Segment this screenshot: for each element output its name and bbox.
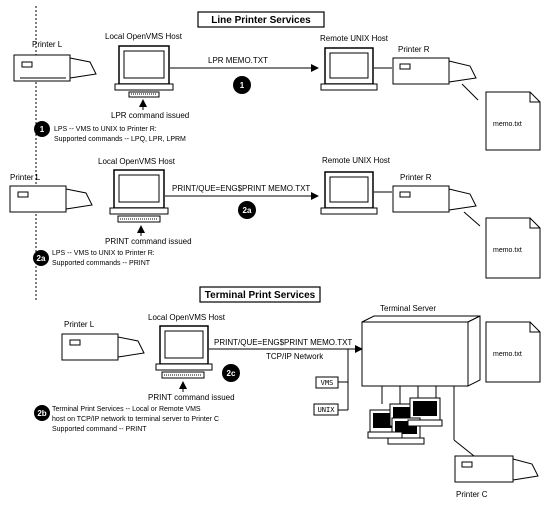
local-host-computer-icon-2 xyxy=(109,169,169,223)
section-title: Line Printer Services xyxy=(211,15,311,26)
note-step-number-2a: 2a xyxy=(37,254,46,263)
note-step-number-2b: 2b xyxy=(37,409,46,418)
section-line-printer: Line Printer Services Printer L Local Op… xyxy=(13,11,541,151)
local-host-label: Local OpenVMS Host xyxy=(105,32,183,41)
network-label: TCP/IP Network xyxy=(266,352,324,361)
section-title-box-3 xyxy=(199,286,321,303)
printer-l-icon-2 xyxy=(9,185,93,213)
local-host-label-2: Local OpenVMS Host xyxy=(98,157,176,166)
printer-c-label: Printer C xyxy=(456,490,488,499)
note-step-marker xyxy=(34,121,50,137)
memo-document-icon-2 xyxy=(485,217,541,279)
step-number-2a: 2a xyxy=(243,206,252,215)
command-label: LPR MEMO.TXT xyxy=(208,56,268,65)
step-marker xyxy=(233,76,251,94)
remote-host-label-2: Remote UNIX Host xyxy=(322,156,391,165)
note3-line-1: Terminal Print Services -- Local or Remo… xyxy=(52,406,201,413)
command-label-2: PRINT/QUE=ENG$PRINT MEMO.TXT xyxy=(172,184,310,193)
note3-line-2: host on TCP/IP network to terminal serve… xyxy=(52,416,219,423)
issued-label: LPR command issued xyxy=(111,111,189,120)
printer-r-label-2: Printer R xyxy=(400,173,432,182)
printer-r-icon xyxy=(392,57,477,85)
vms-host-box xyxy=(315,376,339,389)
note-step-marker-2b xyxy=(34,405,50,421)
terminal-server-icon xyxy=(361,315,481,387)
local-host-computer-icon-3 xyxy=(155,325,213,379)
section-lps-print: Printer L Local OpenVMS Host PRINT comma… xyxy=(9,156,541,279)
printer-c-icon xyxy=(454,455,539,483)
note-line-2: Supported commands -- LPQ, LPR, LPRM xyxy=(54,136,186,143)
printer-l-label-2: Printer L xyxy=(10,173,41,182)
terminal-server-label: Terminal Server xyxy=(380,304,436,313)
local-host-label-3: Local OpenVMS Host xyxy=(148,313,226,322)
issued-label-3: PRINT command issued xyxy=(148,393,235,402)
note2-line-2: Supported commands -- PRINT xyxy=(52,260,151,267)
printer-l-label: Printer L xyxy=(32,40,63,49)
step-marker-2a xyxy=(238,201,256,219)
printer-l-label-3: Printer L xyxy=(64,320,95,329)
step-marker-2c xyxy=(222,364,240,382)
remote-host-label: Remote UNIX Host xyxy=(320,34,389,43)
memo-label: memo.txt xyxy=(493,121,522,128)
terminal-stack-icon xyxy=(367,397,443,445)
memo-document-icon-3 xyxy=(485,321,541,383)
note-step-number: 1 xyxy=(40,125,45,134)
step-number: 1 xyxy=(240,81,245,90)
memo-label-2: memo.txt xyxy=(493,247,522,254)
remote-host-computer-icon xyxy=(320,47,378,91)
printer-l-icon-3 xyxy=(61,333,145,361)
vms-host-label: VMS xyxy=(321,379,334,387)
printer-r-icon-2 xyxy=(392,185,477,213)
section-title-box xyxy=(197,11,325,28)
section-title-3: Terminal Print Services xyxy=(205,290,316,301)
note-line-1: LPS -- VMS to UNIX to Printer R: xyxy=(54,126,157,133)
remote-host-computer-icon-2 xyxy=(320,171,378,215)
issued-label-2: PRINT command issued xyxy=(105,237,192,246)
memo-label-3: memo.txt xyxy=(493,351,522,358)
section-terminal-print: Terminal Print Services Printer L Local … xyxy=(34,286,541,499)
unix-host-box xyxy=(313,403,339,416)
step-number-2c: 2c xyxy=(227,369,236,378)
printer-r-label: Printer R xyxy=(398,45,430,54)
printer-l-icon xyxy=(13,54,97,82)
note2-line-1: LPS -- VMS to UNIX to Printer R: xyxy=(52,250,155,257)
command-label-3: PRINT/QUE=ENG$PRINT MEMO.TXT xyxy=(214,338,352,347)
memo-document-icon xyxy=(485,91,541,151)
note-step-marker-2a xyxy=(33,250,49,266)
note3-line-3: Supported command -- PRINT xyxy=(52,426,147,433)
unix-host-label: UNIX xyxy=(318,406,336,414)
local-host-computer-icon xyxy=(114,45,174,98)
